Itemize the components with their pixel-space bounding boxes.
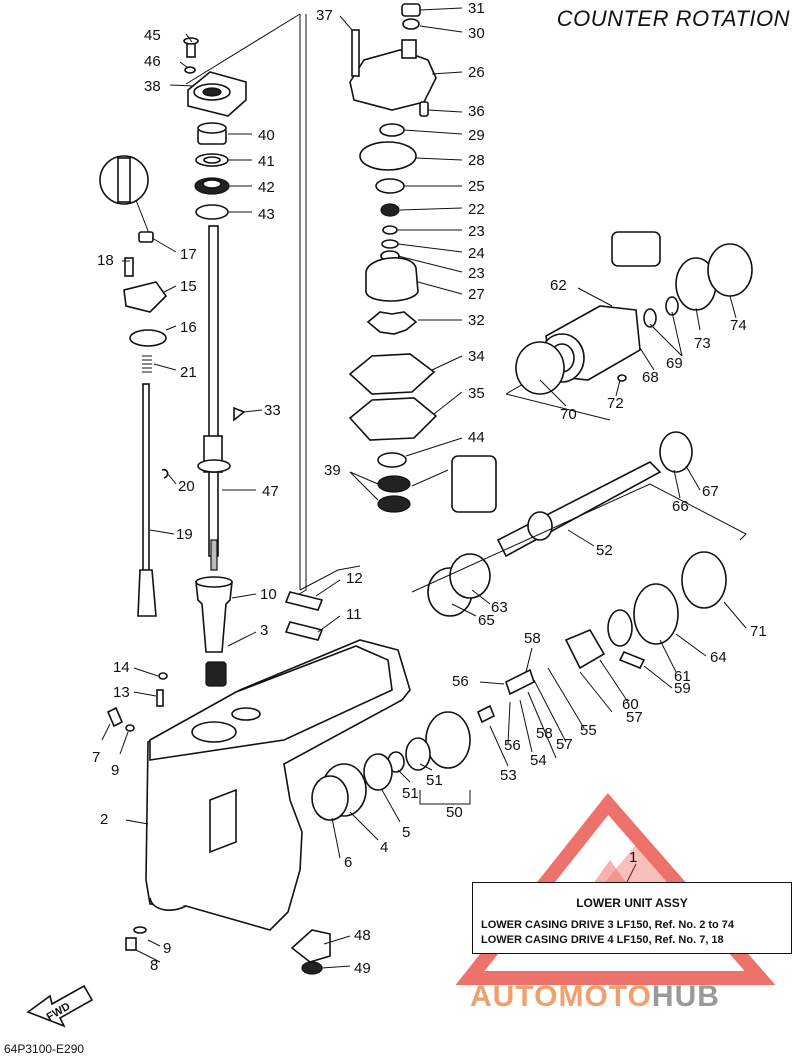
part-label: 2 (100, 811, 109, 828)
part-label: 38 (144, 78, 161, 95)
part-label: 15 (180, 278, 197, 295)
part-label: 56 (504, 737, 521, 754)
part-label: 47 (262, 483, 279, 500)
part-label: 43 (258, 206, 275, 223)
part-label: 70 (560, 406, 577, 423)
part-label: 65 (478, 612, 495, 629)
assembly-title: LOWER UNIT ASSY (576, 896, 688, 910)
part-label: 13 (113, 684, 130, 701)
drive-shaft-group (183, 37, 247, 687)
part-label: 29 (468, 127, 485, 144)
part-label: 58 (536, 725, 553, 742)
part-label: 54 (530, 752, 547, 769)
part-label: 61 (674, 668, 691, 685)
assembly-row: LOWER CASING DRIVE 3 LF150, Ref. No. 2 t… (481, 919, 735, 931)
part-label: 73 (694, 335, 711, 352)
part-label: 42 (258, 179, 275, 196)
part-label: 46 (144, 53, 161, 70)
part-label: 10 (260, 586, 277, 603)
part-label: 58 (524, 630, 541, 647)
lower-casing (106, 591, 411, 975)
part-label: 31 (468, 0, 485, 17)
part-label: 57 (556, 736, 573, 753)
watermark-text: AUTOMOTOHUB (470, 980, 720, 1014)
part-label: 52 (596, 542, 613, 559)
part-label: 23 (468, 223, 485, 240)
part-label: 37 (316, 7, 333, 24)
part-label: 17 (180, 246, 197, 263)
part-label: 59 (674, 680, 691, 697)
part-label: 5 (402, 824, 411, 841)
part-label: 49 (354, 960, 371, 977)
watermark-part2: HUB (651, 980, 720, 1013)
part-label: 3 (260, 622, 269, 639)
part-label: 9 (111, 762, 120, 779)
part-label: 51 (402, 785, 419, 802)
part-label: 64 (710, 649, 727, 666)
part-label: 66 (672, 498, 689, 515)
part-label: 39 (324, 462, 341, 479)
part-label: 57 (626, 709, 643, 726)
part-label: 45 (144, 27, 161, 44)
part-label: 35 (468, 385, 485, 402)
part-label: 23 (468, 265, 485, 282)
part-label: 25 (468, 178, 485, 195)
part-label: 72 (607, 395, 624, 412)
part-label: 63 (491, 599, 508, 616)
water-pump-group (348, 3, 497, 513)
part-label: 14 (113, 659, 130, 676)
part-label: 67 (702, 483, 719, 500)
part-label: 30 (468, 25, 485, 42)
part-label: 28 (468, 152, 485, 169)
part-label: 24 (468, 245, 485, 262)
part-label: 26 (468, 64, 485, 81)
part-label: 21 (180, 364, 197, 381)
part-label: 34 (468, 348, 485, 365)
part-label: 62 (550, 277, 567, 294)
part-label: 18 (97, 252, 114, 269)
part-label: 6 (344, 854, 353, 871)
part-label: 20 (178, 478, 195, 495)
part-label: 50 (446, 804, 463, 821)
part-label: 33 (264, 402, 281, 419)
part-label: 32 (468, 312, 485, 329)
part-label: 9 (163, 940, 172, 957)
part-label: 11 (346, 606, 362, 623)
part-label: 12 (346, 570, 363, 587)
part-label: 40 (258, 127, 275, 144)
part-label: 53 (500, 767, 517, 784)
part-label: 69 (666, 355, 683, 372)
part-label: 1 (629, 849, 638, 866)
part-label: 41 (258, 153, 275, 170)
diagram-heading: COUNTER ROTATION (556, 6, 790, 31)
part-label: 51 (426, 772, 443, 789)
part-label: 27 (468, 286, 485, 303)
part-label: 19 (176, 526, 193, 543)
assembly-row: LOWER CASING DRIVE 4 LF150, Ref. No. 7, … (481, 934, 724, 946)
part-label: 8 (150, 957, 159, 974)
part-label: 7 (92, 749, 101, 766)
part-label: 22 (468, 201, 485, 218)
part-label: 60 (622, 696, 639, 713)
part-label: 16 (180, 319, 197, 336)
propeller-shaft-group (311, 231, 753, 821)
part-label: 56 (452, 673, 469, 690)
part-label: 55 (580, 722, 597, 739)
part-label: 74 (730, 317, 747, 334)
fwd-arrow-icon (26, 984, 94, 1028)
part-label: 48 (354, 927, 371, 944)
part-label: 36 (468, 103, 485, 120)
assembly-reference-box: LOWER UNIT ASSY LOWER CASING DRIVE 3 LF1… (472, 882, 792, 954)
shift-rod-group (99, 155, 169, 617)
part-label: 68 (642, 369, 659, 386)
diagram-code: 64P3100-E290 (4, 1042, 85, 1056)
part-label: 71 (750, 623, 767, 640)
watermark-part1: AUTOMOTO (470, 980, 652, 1013)
part-label: 44 (468, 429, 485, 446)
part-label: 4 (380, 839, 389, 856)
